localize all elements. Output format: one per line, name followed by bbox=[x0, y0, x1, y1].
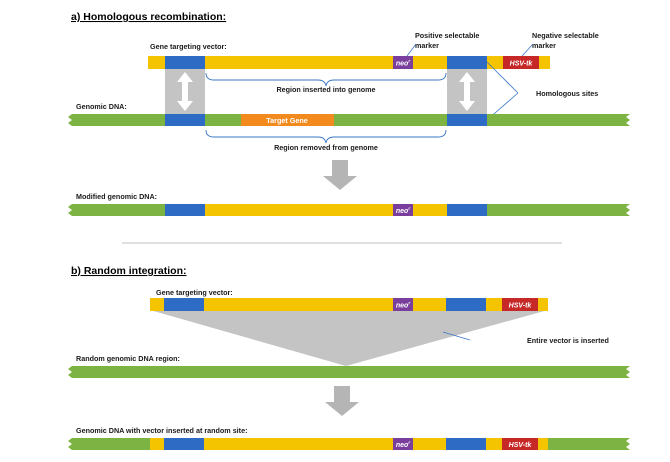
modified-neo-marker bbox=[393, 204, 413, 216]
genomic-homology-left bbox=[165, 114, 205, 126]
vector-backbone bbox=[148, 56, 550, 69]
genomic-dna-bar: Target Gene bbox=[68, 114, 630, 126]
homology-arm-left bbox=[165, 56, 205, 69]
region-removed-label: Region removed from genome bbox=[274, 143, 378, 152]
neo-label: neor bbox=[396, 59, 410, 68]
random-region-label: Random genomic DNA region: bbox=[76, 354, 180, 363]
vector-b-hsv-label: HSV-tk bbox=[509, 303, 533, 310]
down-arrow-icon bbox=[323, 160, 357, 190]
negative-marker-label-1: Negative selectable bbox=[532, 31, 599, 40]
homology-arm-right bbox=[447, 56, 487, 69]
target-gene-label: Target Gene bbox=[266, 116, 307, 125]
result-homology-left bbox=[164, 438, 204, 450]
positive-marker-label-2: marker bbox=[415, 41, 439, 50]
double-arrow-icon bbox=[459, 72, 475, 111]
modified-neo-label: neor bbox=[396, 206, 410, 215]
vector-b-hsv-marker bbox=[502, 298, 538, 311]
result-hsv-marker bbox=[502, 438, 538, 450]
target-gene bbox=[241, 114, 334, 126]
genomic-dna-label: Genomic DNA: bbox=[76, 102, 127, 111]
neo-marker bbox=[393, 56, 413, 69]
modified-genomic-label: Modified genomic DNA: bbox=[76, 192, 157, 201]
modified-insert bbox=[205, 204, 447, 216]
negative-marker-pointer bbox=[521, 43, 534, 57]
gene-targeting-vector-b: neor HSV-tk bbox=[150, 298, 548, 311]
random-genomic-bar bbox=[68, 366, 630, 378]
modified-genomic-dna-bar: neor bbox=[68, 204, 630, 216]
vector-b-backbone bbox=[150, 298, 548, 311]
negative-marker-label-2: marker bbox=[532, 41, 556, 50]
down-arrow-icon bbox=[325, 386, 359, 416]
region-inserted-brace bbox=[205, 72, 447, 87]
modified-homology-left bbox=[165, 204, 205, 216]
result-genomic-dna-bar: neor HSV-tk bbox=[68, 438, 630, 450]
hsv-tk-label: HSV-tk bbox=[510, 61, 534, 68]
modified-homology-right bbox=[447, 204, 487, 216]
region-removed-brace bbox=[205, 129, 447, 144]
vector-b-homology-left bbox=[164, 298, 204, 311]
section-b-title: b) Random integration: bbox=[71, 265, 187, 277]
result-hsv-label: HSV-tk bbox=[509, 442, 533, 449]
homologous-pointer-top bbox=[486, 61, 519, 94]
positive-marker-pointer bbox=[406, 43, 417, 57]
region-inserted-label: Region inserted into genome bbox=[276, 85, 375, 94]
result-homology-right bbox=[446, 438, 486, 450]
entire-vector-label: Entire vector is inserted bbox=[527, 336, 609, 345]
vector-label-b: Gene targeting vector: bbox=[156, 288, 233, 297]
result-neo-marker bbox=[393, 438, 413, 450]
vector-b-homology-right bbox=[446, 298, 486, 311]
homologous-sites-label: Homologous sites bbox=[536, 89, 598, 98]
double-arrow-icon bbox=[177, 72, 193, 111]
entire-vector-pointer bbox=[442, 331, 471, 341]
result-neo-label: neor bbox=[396, 440, 410, 449]
insertion-funnel bbox=[150, 310, 548, 366]
result-label: Genomic DNA with vector inserted at rand… bbox=[76, 426, 247, 435]
vector-b-neo-label: neor bbox=[396, 301, 410, 310]
genomic-backbone bbox=[68, 114, 630, 126]
result-insert bbox=[150, 438, 548, 450]
vector-label-a: Gene targeting vector: bbox=[150, 42, 227, 51]
positive-marker-label-1: Positive selectable bbox=[415, 31, 479, 40]
vector-b-neo-marker bbox=[393, 298, 413, 311]
gene-targeting-vector-a: neor HSV-tk bbox=[148, 56, 550, 69]
section-a-title: a) Homologous recombination: bbox=[71, 11, 226, 23]
genomic-homology-right bbox=[447, 114, 487, 126]
hsv-tk-marker bbox=[503, 56, 539, 69]
